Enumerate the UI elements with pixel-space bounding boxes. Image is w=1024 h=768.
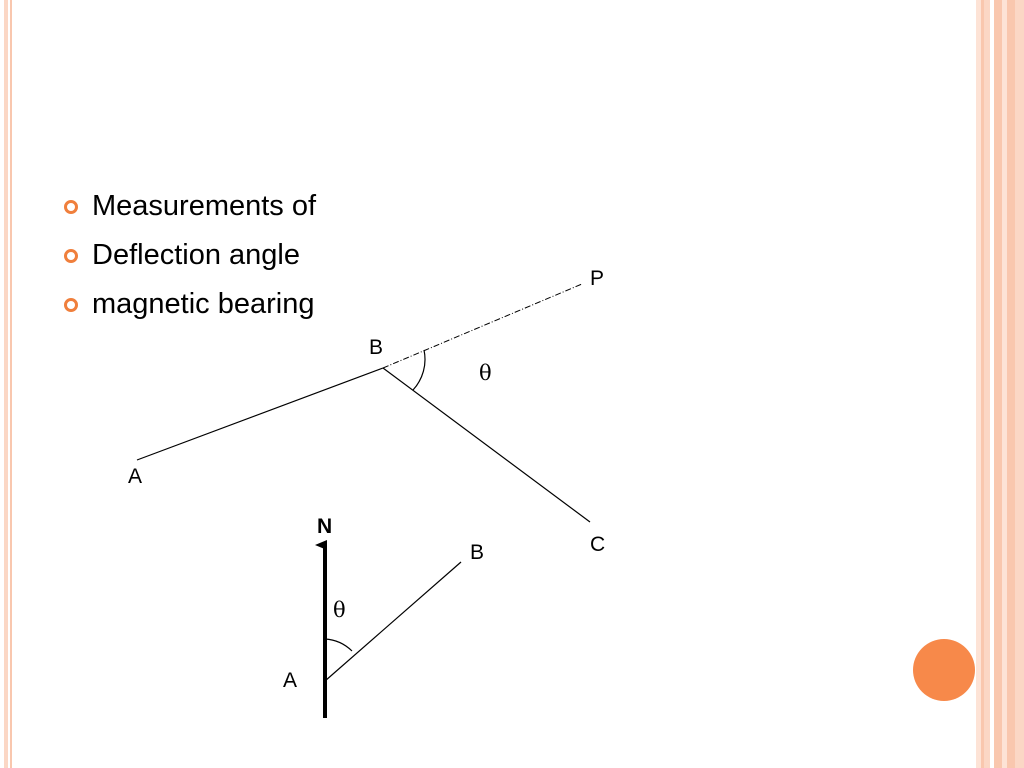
label-b-bearing: B [470, 541, 484, 564]
bullet-item: Measurements of [62, 186, 316, 235]
line-b-p-extension [382, 283, 583, 369]
label-p: P [590, 267, 604, 290]
bearing-angle-arc [324, 638, 353, 652]
line-a-b [136, 367, 384, 461]
bullet-ring-icon [64, 200, 78, 214]
label-theta-bearing: θ [333, 598, 346, 622]
bullet-ring-icon [64, 298, 78, 312]
label-theta: θ [479, 361, 492, 385]
bullet-text: magnetic bearing [92, 288, 315, 320]
left-border-decoration [0, 0, 12, 768]
label-b: B [369, 336, 383, 359]
bullet-text: Deflection angle [92, 239, 300, 271]
bullet-list: Measurements of Deflection angle magneti… [62, 186, 316, 333]
bullet-text: Measurements of [92, 190, 317, 222]
bullet-ring-icon [64, 249, 78, 263]
label-a: A [128, 465, 142, 488]
bullet-item: magnetic bearing [62, 284, 316, 333]
bullet-item: Deflection angle [62, 235, 316, 284]
label-a-bearing: A [283, 669, 297, 692]
deflection-angle-diagram: A B C P θ [128, 267, 605, 556]
line-b-c [382, 367, 591, 523]
label-c: C [590, 533, 605, 556]
label-n: N [317, 515, 332, 538]
line-a-b-bearing [324, 561, 462, 682]
magnetic-bearing-diagram: N A B θ [283, 515, 484, 718]
deflection-angle-arc [412, 349, 426, 391]
right-stripes-decoration [976, 0, 1024, 768]
decorative-circle [913, 639, 975, 701]
